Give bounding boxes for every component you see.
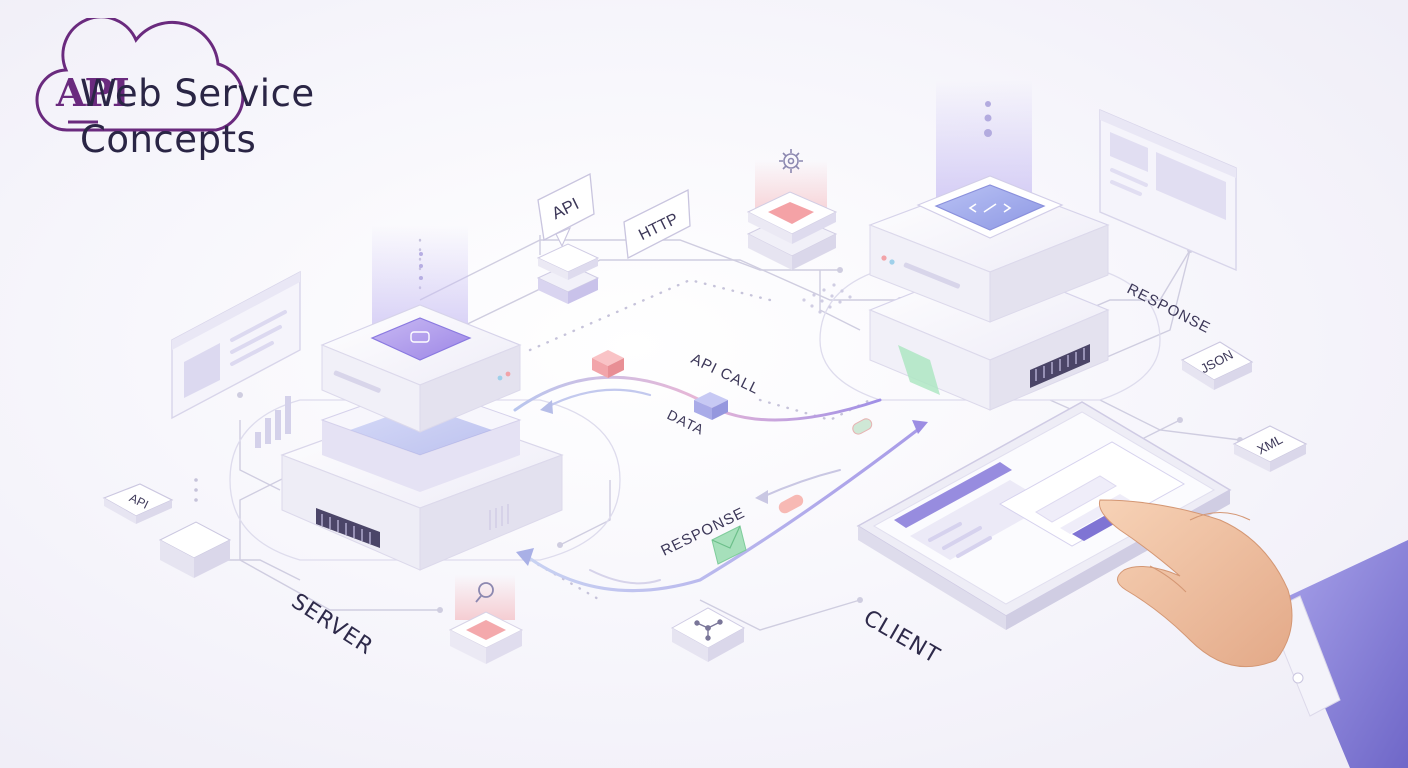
small-stack-middle [536,243,600,304]
response-label-top: RESPONSE [1124,280,1213,337]
data-cube-purple [694,392,728,420]
server-stack [280,304,564,571]
api-tag-left [102,483,174,524]
http-tag [623,188,691,260]
gear-stack [746,191,838,270]
browser-window-right [1099,108,1237,272]
tablet-client[interactable] [856,401,1232,630]
chip-icon [370,317,472,361]
bar-chart-icon [255,396,291,448]
cloud-icon [35,18,245,132]
search-icon [475,582,494,603]
search-cube [448,611,524,664]
envelope-icon [711,525,747,565]
gear-icon [779,149,803,173]
json-tag [1180,341,1254,390]
dot-grid [802,283,852,314]
api-tag-top [537,172,595,248]
page-title-line-2: Concepts [80,118,257,161]
title-block: API Web Service Concepts [20,18,360,161]
data-cube-red [592,350,624,378]
logo-text: API [56,70,130,115]
server-right [868,175,1110,411]
pointing-hand-icon [1098,499,1408,768]
page-title-line-1: Web Service [80,72,315,115]
small-cube-left [158,521,232,578]
xml-tag [1232,425,1308,472]
browser-window-left [171,270,301,420]
share-icon [694,619,723,641]
